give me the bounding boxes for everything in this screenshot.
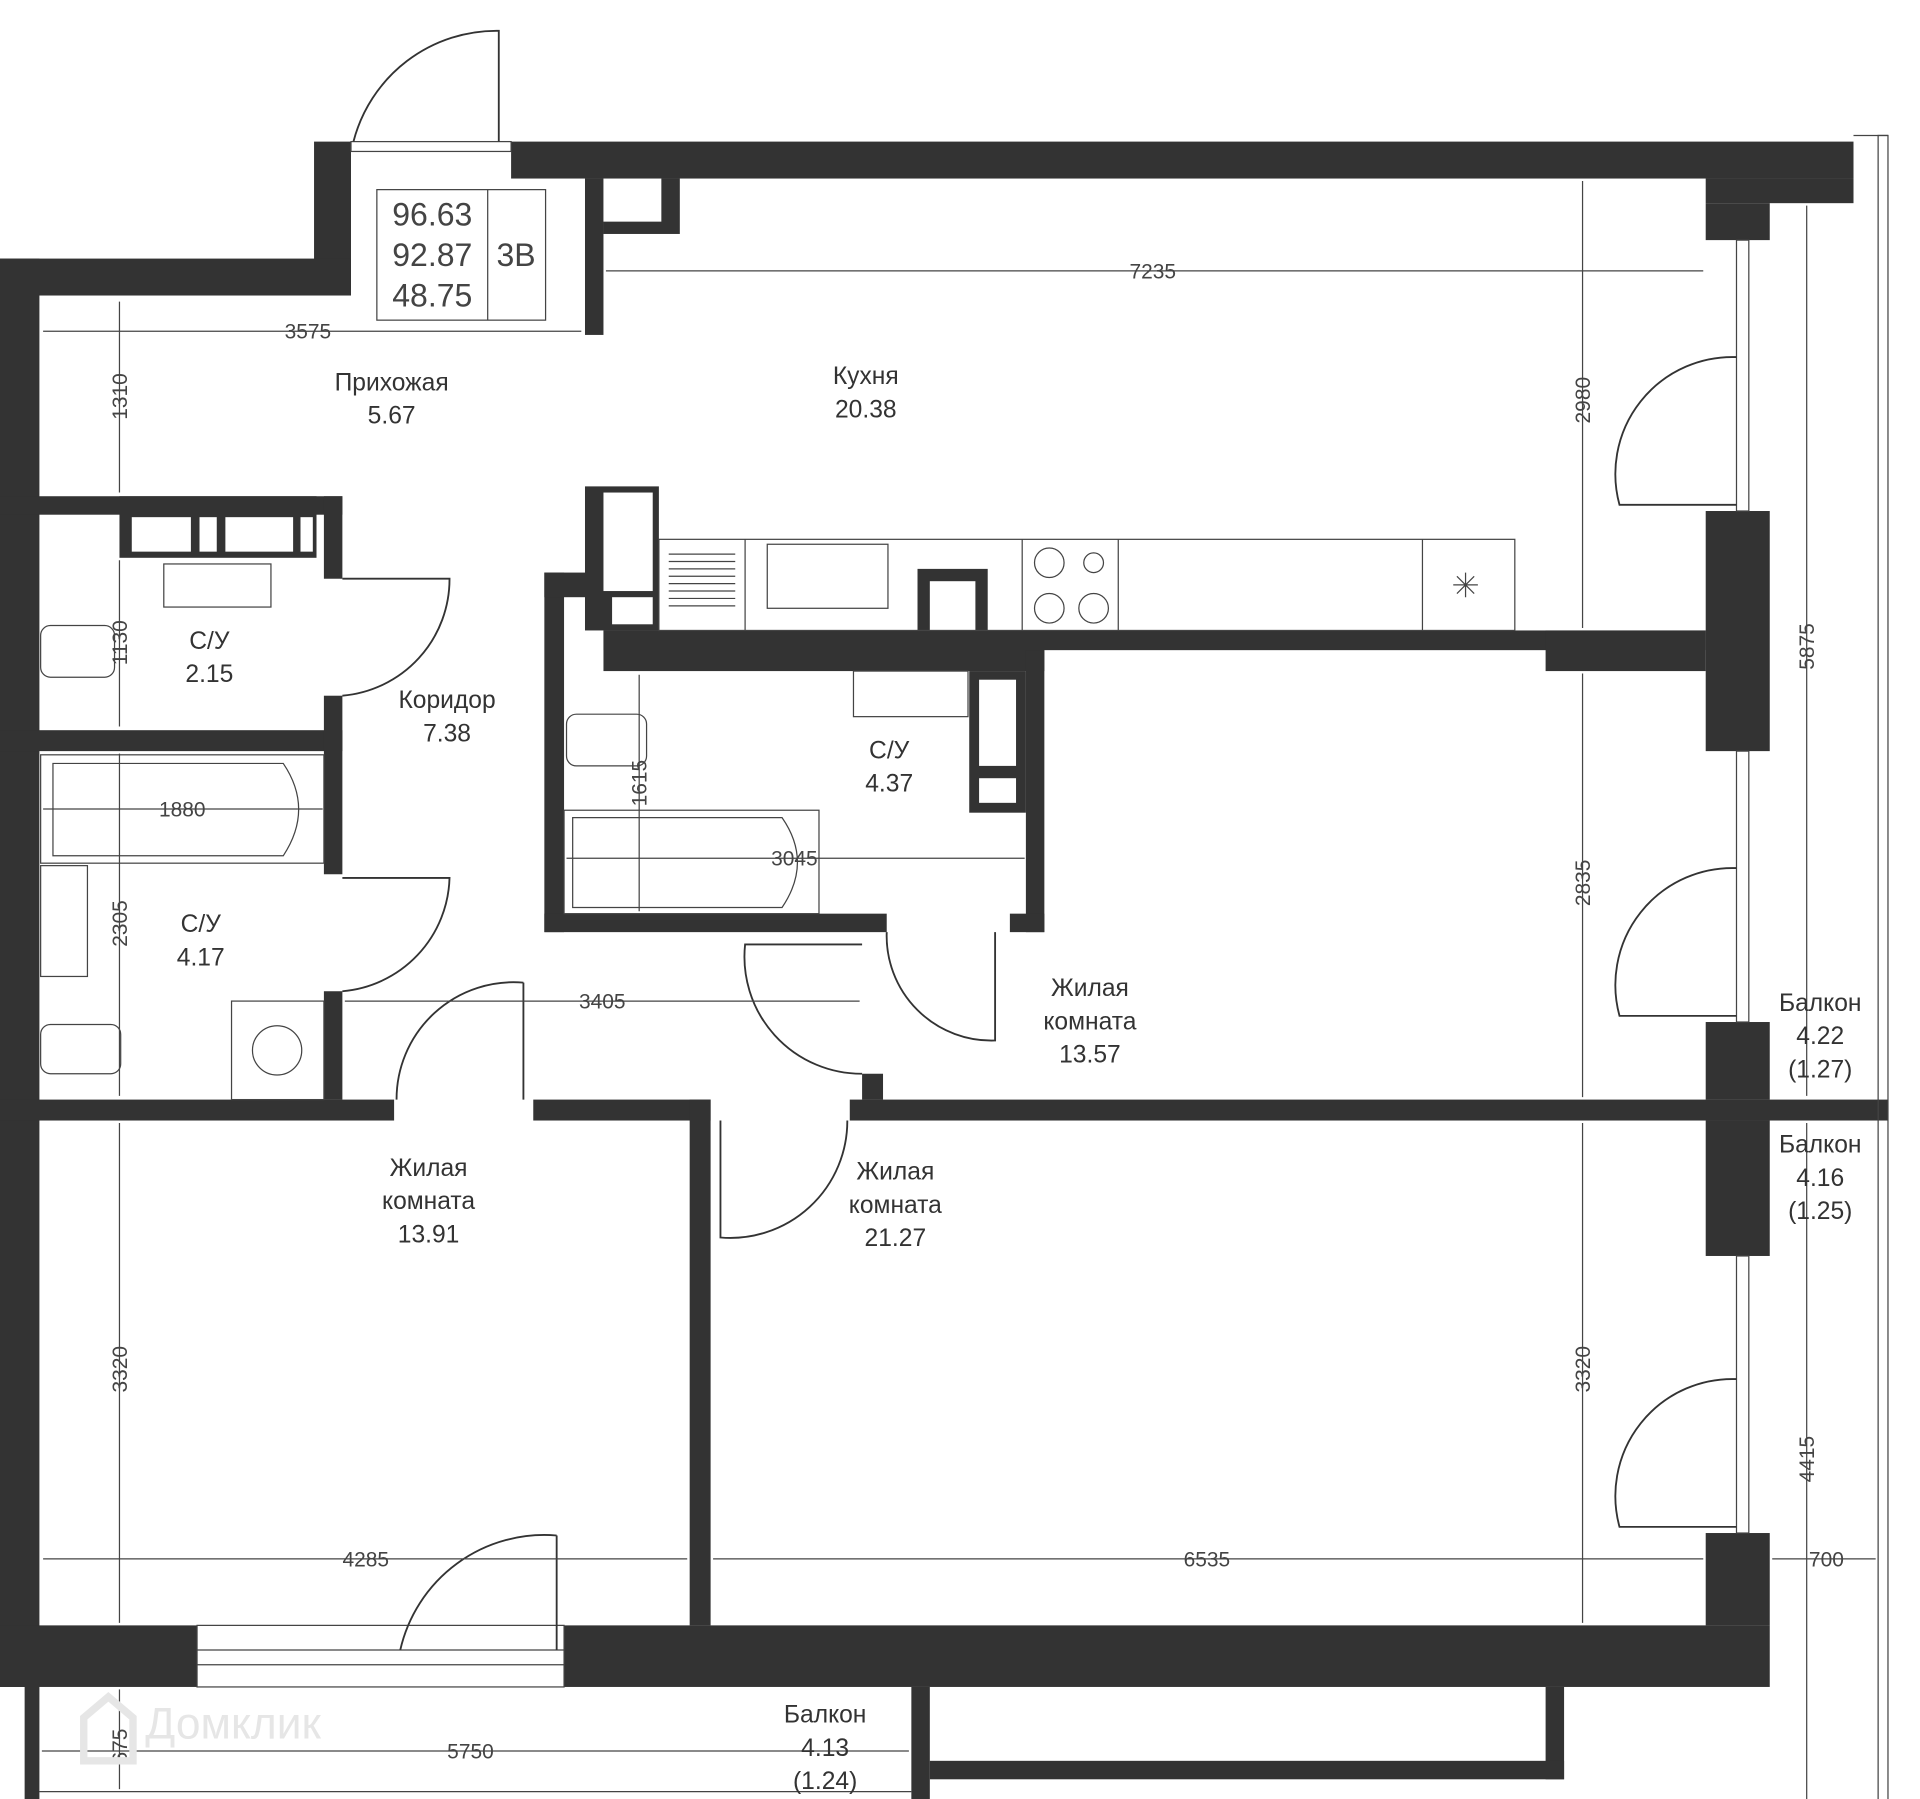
- room-name: комната: [1043, 1008, 1136, 1035]
- room-area: 4.17: [177, 944, 225, 971]
- svg-text:5750: 5750: [447, 1740, 494, 1763]
- room-name: Коридор: [398, 687, 495, 714]
- svg-text:2835: 2835: [1572, 860, 1595, 907]
- room-area: 13.57: [1059, 1042, 1121, 1069]
- svg-text:3405: 3405: [579, 990, 626, 1013]
- room-reduced-area: (1.27): [1788, 1056, 1852, 1083]
- svg-text:4415: 4415: [1796, 1436, 1819, 1483]
- room-area: 4.13: [801, 1735, 849, 1762]
- outlines: [39, 29, 1889, 1799]
- svg-text:1615: 1615: [629, 760, 652, 807]
- room-area: 4.16: [1796, 1165, 1844, 1192]
- svg-text:1310: 1310: [109, 373, 132, 420]
- dimension-lines: [41, 181, 1876, 1799]
- svg-text:2980: 2980: [1572, 377, 1595, 424]
- room-name: С/У: [869, 738, 910, 765]
- walls: [0, 141, 1888, 1799]
- svg-text:1880: 1880: [159, 798, 206, 821]
- room-reduced-area: (1.25): [1788, 1198, 1852, 1225]
- room-name: Кухня: [833, 363, 899, 390]
- room-name: С/У: [189, 628, 230, 655]
- room-area: 2.15: [185, 661, 233, 688]
- svg-text:7235: 7235: [1129, 260, 1176, 283]
- svg-text:1130: 1130: [109, 620, 132, 665]
- area-no-balcony: 92.87: [392, 237, 472, 273]
- svg-text:3045: 3045: [771, 848, 818, 871]
- room-name: Балкон: [1779, 1132, 1862, 1159]
- svg-text:3320: 3320: [109, 1346, 132, 1393]
- total-area: 96.63: [392, 196, 472, 232]
- svg-text:700: 700: [1809, 1548, 1844, 1571]
- room-name: Жилая: [1051, 975, 1129, 1002]
- room-area: 13.91: [398, 1221, 460, 1248]
- svg-text:3320: 3320: [1572, 1346, 1595, 1393]
- watermark-text: Домклик: [145, 1700, 321, 1749]
- room-area: 7.38: [423, 720, 471, 747]
- room-labels: Прихожая 5.67 Кухня 20.38 С/У 2.15 Корид…: [177, 363, 1862, 1795]
- dimension-labels: 3575 7235 1310 2980 1130 1880 1615 3045 …: [109, 260, 1844, 1763]
- room-name: С/У: [181, 911, 222, 938]
- svg-text:6535: 6535: [1184, 1548, 1231, 1571]
- room-name: Жилая: [856, 1159, 934, 1186]
- room-area: 5.67: [368, 403, 416, 430]
- room-area: 4.22: [1796, 1023, 1844, 1050]
- room-name: Балкон: [1779, 990, 1862, 1017]
- living-area: 48.75: [392, 278, 472, 314]
- room-name: Балкон: [784, 1702, 867, 1729]
- apartment-type: 3В: [496, 237, 535, 273]
- watermark: Домклик: [80, 1691, 322, 1765]
- room-area: 20.38: [835, 396, 897, 423]
- room-name: комната: [849, 1192, 942, 1219]
- room-name: Прихожая: [335, 369, 449, 396]
- room-name: Жилая: [390, 1155, 468, 1182]
- svg-text:5875: 5875: [1796, 623, 1819, 670]
- room-area: 21.27: [865, 1225, 927, 1252]
- svg-text:675: 675: [109, 1729, 132, 1764]
- room-area: 4.37: [865, 771, 913, 798]
- svg-text:3575: 3575: [285, 321, 332, 344]
- room-reduced-area: (1.24): [793, 1768, 857, 1795]
- house-logo-icon: [80, 1691, 137, 1765]
- room-name: комната: [382, 1188, 475, 1215]
- svg-text:4285: 4285: [342, 1548, 389, 1571]
- svg-text:2305: 2305: [109, 900, 132, 947]
